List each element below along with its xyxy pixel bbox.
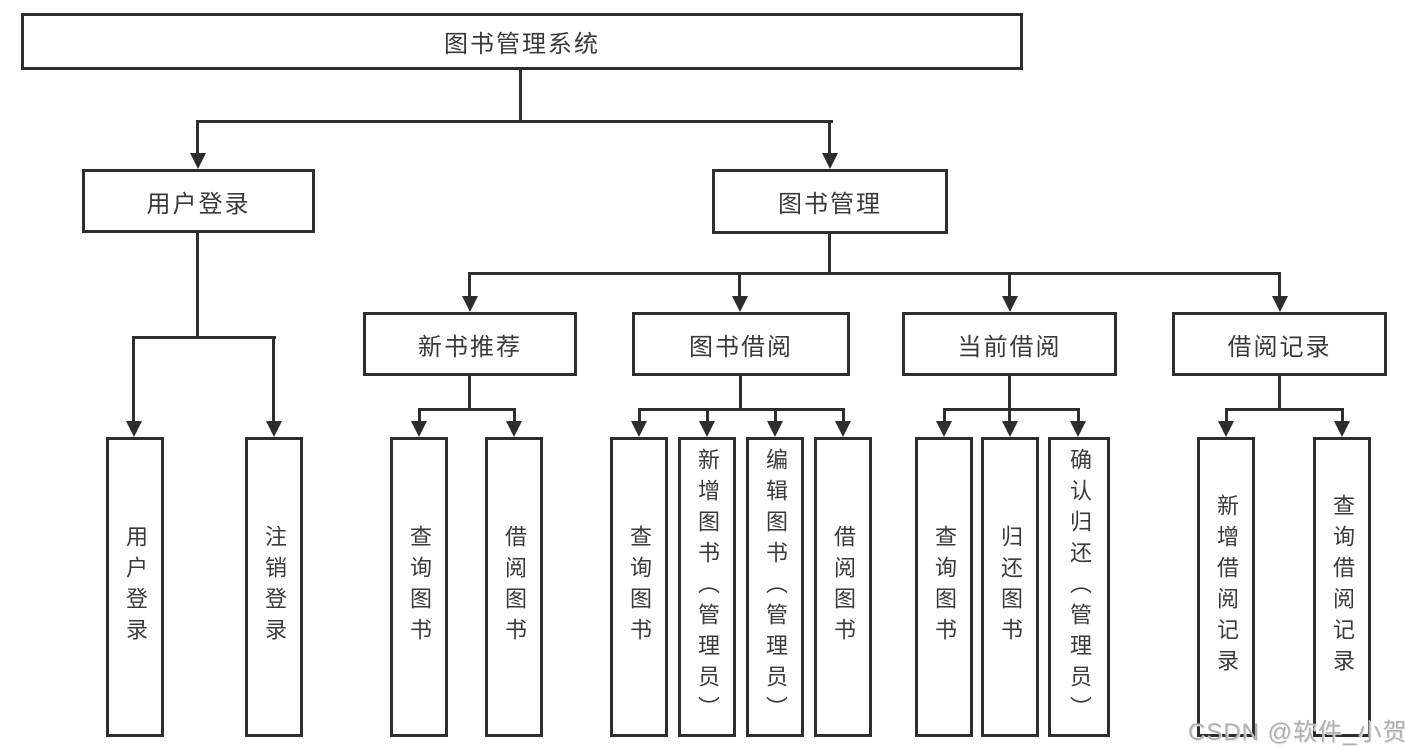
- arrow-down-icon: [767, 421, 783, 437]
- connector-user-login-stem: [196, 120, 199, 154]
- arrow-down-icon: [835, 421, 851, 437]
- node-borrow-records-label: 借阅记录: [1227, 333, 1332, 361]
- node-book-management: 图书管理: [712, 169, 948, 234]
- arrow-down-icon: [1002, 296, 1018, 312]
- leaf-current-confirm-return-admin-label: 确认归还（管理员）: [1067, 447, 1092, 727]
- node-current-borrow: 当前借阅: [902, 312, 1117, 376]
- leaf-borrow-edit-books-admin-label: 编辑图书（管理员）: [763, 447, 788, 727]
- connector-branch-hline: [1225, 408, 1343, 411]
- arrow-down-icon: [822, 153, 838, 169]
- leaf-user-login-label: 用户登录: [123, 525, 148, 649]
- leaf-recommend-query-books-label: 查询图书: [407, 525, 432, 649]
- node-borrow-records: 借阅记录: [1172, 312, 1387, 376]
- arrow-down-icon: [699, 421, 715, 437]
- leaf-borrow-query-books-label: 查询图书: [627, 525, 652, 649]
- arrow-down-icon: [126, 421, 142, 437]
- node-user-login: 用户登录: [82, 169, 315, 233]
- leaf-borrow-add-books-admin: 新增图书（管理员）: [678, 437, 736, 737]
- leaf-borrow-add-books-admin-label: 新增图书（管理员）: [695, 447, 720, 727]
- leaf-recommend-query-books: 查询图书: [390, 437, 448, 737]
- arrow-down-icon: [1070, 421, 1086, 437]
- leaf-recommend-borrow-books: 借阅图书: [485, 437, 543, 737]
- connector-level3-stem: [1008, 272, 1011, 297]
- arrow-down-icon: [1002, 421, 1018, 437]
- connector-branch-stub: [739, 376, 742, 408]
- leaf-user-login: 用户登录: [106, 437, 164, 737]
- connector-leaf-stem: [1341, 408, 1344, 422]
- leaf-current-return-books-label: 归还图书: [998, 525, 1023, 649]
- connector-user-login-down: [196, 233, 199, 336]
- connector-leaf-stem: [132, 336, 135, 422]
- leaf-records-query-record: 查询借阅记录: [1313, 437, 1371, 737]
- leaf-current-return-books: 归还图书: [981, 437, 1039, 737]
- leaf-borrow-borrow-books-label: 借阅图书: [831, 525, 856, 649]
- leaf-borrow-edit-books-admin: 编辑图书（管理员）: [746, 437, 804, 737]
- connector-level3-stem: [1278, 272, 1281, 297]
- arrow-down-icon: [462, 296, 478, 312]
- connector-branch-stub: [1008, 376, 1011, 408]
- connector-leaf-stem: [1077, 408, 1080, 422]
- node-new-book-recommend: 新书推荐: [363, 312, 577, 376]
- connector-branch-hline: [638, 408, 844, 411]
- arrow-down-icon: [190, 153, 206, 169]
- connector-leaf-stem: [774, 408, 777, 422]
- connector-leaf-stem: [513, 408, 516, 422]
- connector-branch-hline: [943, 408, 1079, 411]
- connector-branch-stub: [1278, 376, 1281, 408]
- connector-root-stub: [519, 70, 522, 120]
- arrow-down-icon: [936, 421, 952, 437]
- connector-level3-hline: [469, 272, 1281, 275]
- leaf-borrow-borrow-books: 借阅图书: [814, 437, 872, 737]
- node-book-borrow: 图书借阅: [632, 312, 850, 376]
- leaf-current-query-books-label: 查询图书: [932, 525, 957, 649]
- arrow-down-icon: [266, 421, 282, 437]
- connector-leaf-stem: [943, 408, 946, 422]
- connector-leaf-stem: [706, 408, 709, 422]
- leaf-records-query-record-label: 查询借阅记录: [1330, 494, 1355, 680]
- node-book-management-label: 图书管理: [778, 191, 882, 218]
- connector-book-mgmt-down: [828, 234, 831, 272]
- leaf-logout: 注销登录: [245, 437, 303, 737]
- connector-leaf-stem: [842, 408, 845, 422]
- connector-leaf-stem: [1225, 408, 1228, 422]
- leaf-borrow-query-books: 查询图书: [610, 437, 668, 737]
- arrow-down-icon: [1272, 296, 1288, 312]
- node-book-borrow-label: 图书借阅: [689, 333, 793, 361]
- leaf-current-query-books: 查询图书: [915, 437, 973, 737]
- leaf-records-add-record: 新增借阅记录: [1197, 437, 1255, 737]
- arrow-down-icon: [1218, 421, 1234, 437]
- connector-level3-stem: [738, 272, 741, 297]
- connector-user-login-hline: [133, 336, 276, 339]
- node-current-borrow-label: 当前借阅: [957, 333, 1062, 361]
- connector-leaf-stem: [418, 408, 421, 422]
- node-new-book-recommend-label: 新书推荐: [418, 333, 522, 361]
- connector-book-mgmt-stem: [828, 120, 831, 154]
- arrow-down-icon: [631, 421, 647, 437]
- connector-level3-stem: [468, 272, 471, 297]
- node-root: 图书管理系统: [21, 13, 1023, 70]
- node-root-label: 图书管理系统: [444, 31, 600, 58]
- connector-leaf-stem: [272, 336, 275, 422]
- leaf-current-confirm-return-admin: 确认归还（管理员）: [1048, 437, 1110, 737]
- connector-leaf-stem: [1008, 408, 1011, 422]
- node-user-login-label: 用户登录: [146, 190, 251, 218]
- arrow-down-icon: [732, 296, 748, 312]
- arrow-down-icon: [411, 421, 427, 437]
- leaf-logout-label: 注销登录: [262, 525, 287, 649]
- arrow-down-icon: [1334, 421, 1350, 437]
- leaf-recommend-borrow-books-label: 借阅图书: [502, 525, 527, 649]
- connector-leaf-stem: [638, 408, 641, 422]
- connector-level2-hline: [197, 120, 833, 123]
- connector-branch-hline: [418, 408, 516, 411]
- csdn-watermark: CSDN @软件_小贺同学: [1188, 719, 1405, 746]
- arrow-down-icon: [506, 421, 522, 437]
- leaf-records-add-record-label: 新增借阅记录: [1214, 494, 1239, 680]
- connector-branch-stub: [468, 376, 471, 408]
